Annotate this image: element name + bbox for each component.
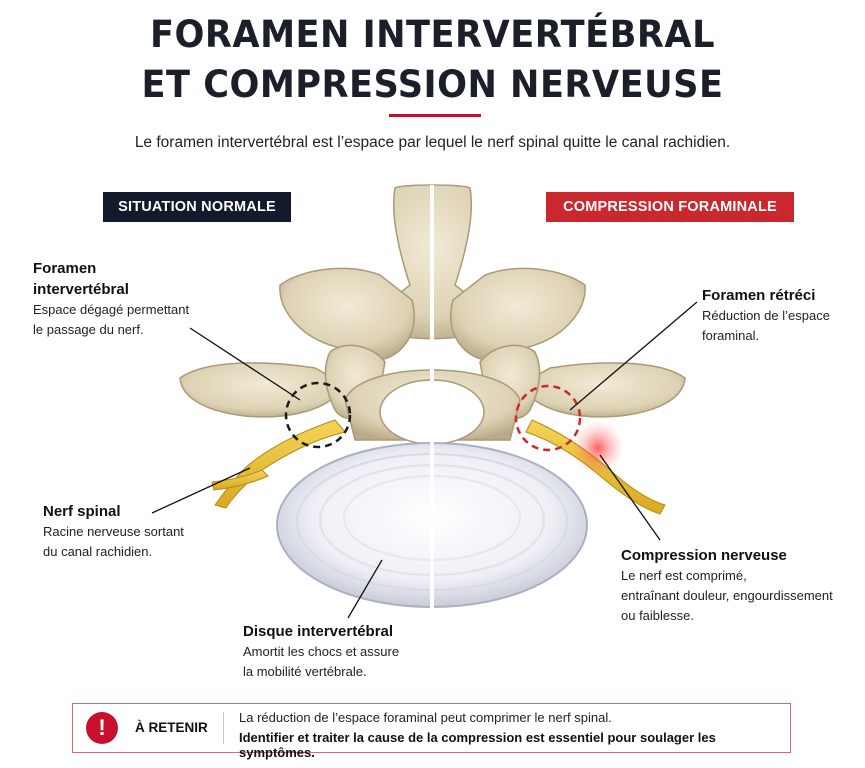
alert-icon: !: [86, 712, 118, 744]
label-foramen-desc-1: Espace dégagé permettant: [33, 302, 190, 317]
label-nerf-desc-2: du canal rachidien.: [43, 544, 153, 559]
label-foramen: Foramen intervertébral Espace dégagé per…: [33, 258, 189, 340]
leader-foramen: [189, 327, 301, 401]
label-disque-desc-2: la mobilité vertébrale.: [243, 664, 367, 679]
title-underline: [389, 114, 481, 117]
left-nerve-branch: [211, 469, 269, 491]
subtitle: Le foramen intervertébral est l’espace p…: [134, 134, 731, 151]
label-foramen-retreci-title: Foramen rétréci: [702, 287, 816, 304]
label-compression-desc-1: Le nerf est comprimé,: [621, 568, 747, 583]
label-nerf-desc-1: Racine nerveuse sortant: [43, 524, 184, 539]
label-foramen-title-1: Foramen: [33, 260, 97, 277]
compression-glow: [572, 420, 624, 476]
label-disque: Disque intervertébral Amortit les chocs …: [243, 621, 399, 682]
left-transverse-process: [179, 362, 347, 418]
right-lamina: [450, 267, 586, 361]
badge-compression: COMPRESSION FORAMINALE: [546, 192, 794, 222]
foramen-normal-circle: [284, 381, 352, 449]
label-foramen-retreci-desc-2: foraminal.: [702, 328, 760, 343]
leader-compression: [599, 454, 661, 541]
label-foramen-title-2: intervertébral: [33, 281, 129, 298]
retain-divider: [223, 712, 224, 744]
leader-foramen-retreci: [569, 301, 698, 411]
retain-label: À RETENIR: [135, 720, 208, 735]
label-compression-desc-2: entraînant douleur, engourdissement: [621, 588, 833, 603]
label-nerf-title: Nerf spinal: [43, 503, 121, 520]
leader-nerf: [151, 467, 251, 514]
page-title: FORAMEN INTERVERTÉBRAL ET COMPRESSION NE…: [22, 10, 844, 110]
title-line-2: ET COMPRESSION NERVEUSE: [141, 63, 724, 106]
left-lamina: [279, 267, 415, 361]
left-nerve: [214, 419, 346, 509]
retain-line-1: La réduction de l’espace foraminal peut …: [239, 710, 612, 725]
label-foramen-desc-2: le passage du nerf.: [33, 322, 144, 337]
label-nerf: Nerf spinal Racine nerveuse sortant du c…: [43, 501, 184, 562]
label-compression-desc-3: ou faiblesse.: [621, 608, 694, 623]
title-line-1: FORAMEN INTERVERTÉBRAL: [150, 13, 715, 56]
label-foramen-retreci: Foramen rétréci Réduction de l’espace fo…: [702, 285, 830, 346]
label-disque-desc-1: Amortit les chocs et assure: [243, 644, 400, 659]
label-compression-title: Compression nerveuse: [621, 547, 787, 564]
retain-box: ! À RETENIR La réduction de l’espace for…: [72, 703, 791, 760]
label-compression: Compression nerveuse Le nerf est comprim…: [621, 545, 833, 626]
label-disque-title: Disque intervertébral: [243, 623, 394, 640]
retain-line-2: Identifier et traiter la cause de la com…: [239, 730, 716, 760]
vertebra-diagram: [151, 184, 698, 619]
badge-normal: SITUATION NORMALE: [103, 192, 291, 222]
alert-icon-glyph: !: [98, 715, 106, 740]
foramen-narrowed-circle: [514, 384, 582, 452]
label-foramen-retreci-desc-1: Réduction de l’espace: [702, 308, 830, 323]
leader-disque: [347, 559, 383, 619]
right-transverse-process: [518, 362, 686, 418]
